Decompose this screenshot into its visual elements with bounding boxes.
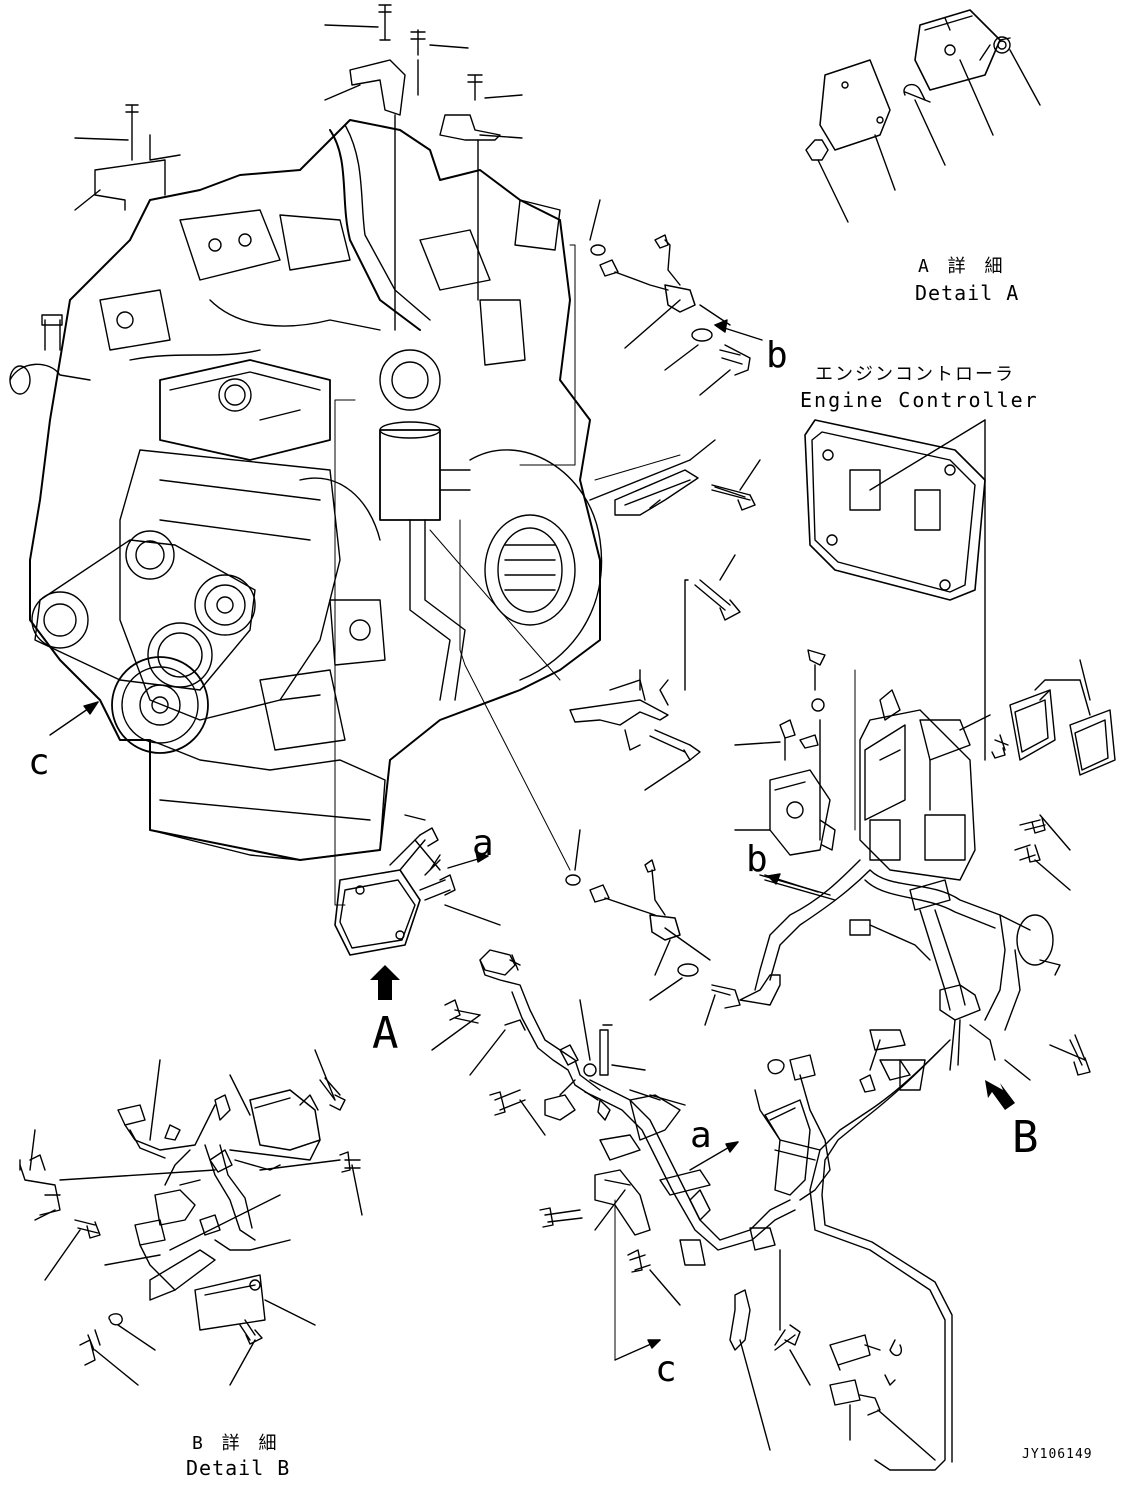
drawing-code: JY106149 xyxy=(1022,1447,1093,1462)
top-brackets xyxy=(324,4,523,331)
callout-c-lower: c xyxy=(655,1349,677,1390)
sensor-lower xyxy=(565,829,781,1026)
sensor-b-upper xyxy=(589,199,763,396)
detail-a-group xyxy=(805,9,1041,223)
detail-a-en-label: Detail A xyxy=(915,281,1020,305)
callout-a-upper: a xyxy=(472,823,494,864)
detail-a-jp-label: A 詳 細 xyxy=(918,256,1007,277)
callout-A-detail-ref: A xyxy=(372,1008,399,1059)
middle-brackets xyxy=(569,439,761,791)
detail-b-en-label: Detail B xyxy=(186,1456,291,1480)
valve-assembly xyxy=(734,649,836,901)
center-bracket xyxy=(334,814,686,1306)
leader-lines xyxy=(334,244,856,1361)
label-arrows xyxy=(689,873,1015,1171)
engine-assembly xyxy=(9,104,603,861)
engine-controller xyxy=(804,419,986,761)
main-harness xyxy=(479,689,1061,1471)
callout-b-upper: b xyxy=(766,335,788,376)
callout-b-lower: b xyxy=(746,839,768,880)
controller-jp-label: エンジンコントローラ xyxy=(815,364,1015,385)
callout-c-engine: c xyxy=(28,742,50,783)
callout-a-lower: a xyxy=(690,1115,712,1156)
detail-b-group xyxy=(19,1049,363,1386)
controller-en-label: Engine Controller xyxy=(800,388,1039,412)
detail-b-jp-label: B 詳 細 xyxy=(192,1433,281,1454)
callout-B-detail-ref: B xyxy=(1012,1112,1039,1163)
right-components xyxy=(959,659,1116,1081)
